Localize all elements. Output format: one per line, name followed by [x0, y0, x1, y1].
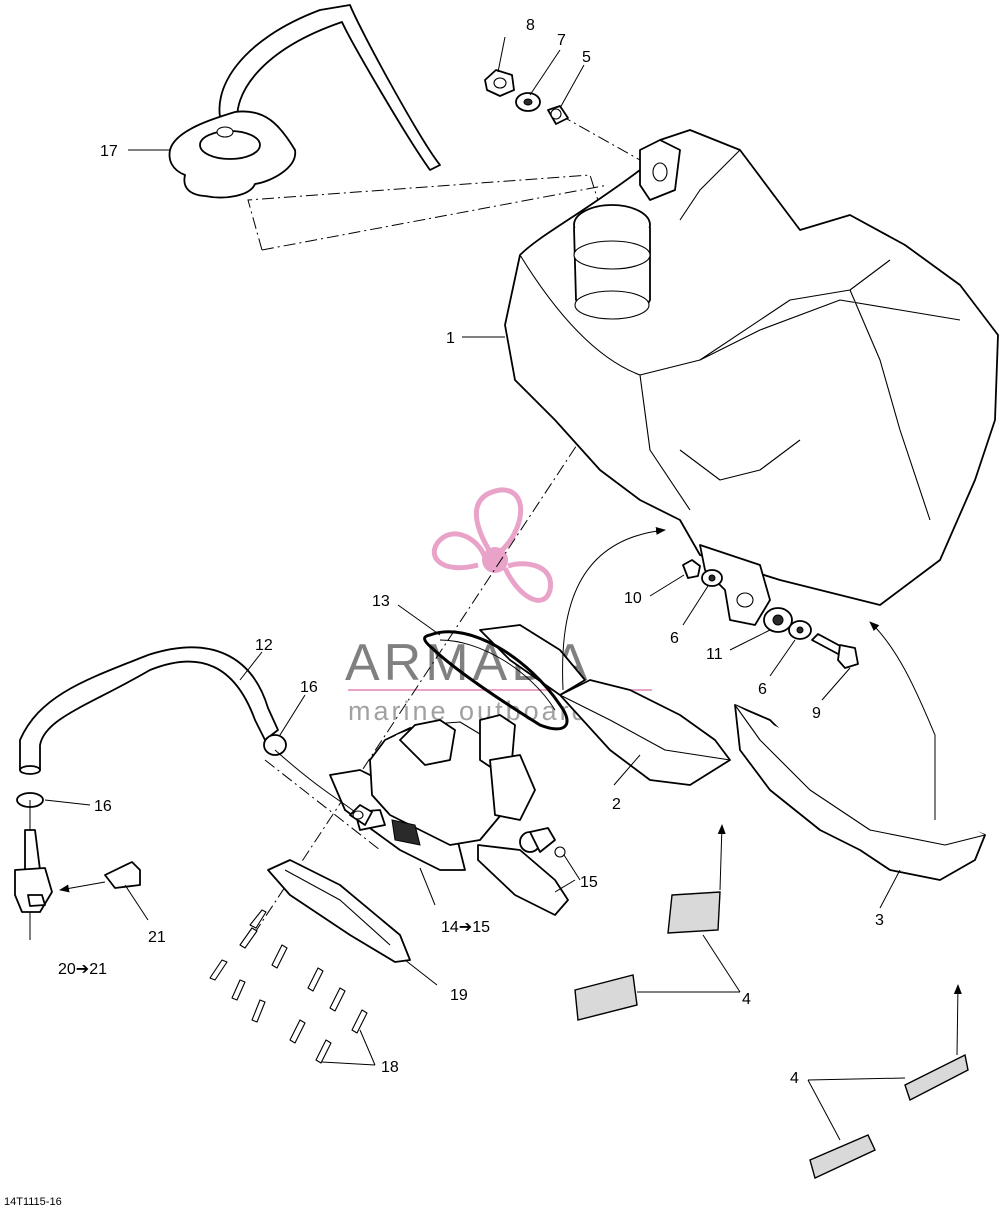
- reference-code: 14T1115-16: [4, 1196, 62, 1208]
- callout-13: 13: [372, 593, 390, 610]
- callout-16a: 16: [300, 679, 318, 696]
- pump-clips: [477, 827, 569, 916]
- callout-17: 17: [100, 143, 118, 160]
- callout-labels: 1 2 3 4 4 5 6 6 7 8 9 10 11 12 13 14➔15 …: [4, 17, 884, 1208]
- hardware-bracket: [682, 559, 859, 669]
- screws: [209, 909, 368, 1064]
- callout-2: 2: [612, 796, 621, 813]
- callout-6a: 6: [670, 630, 679, 647]
- fuel-tank: [504, 129, 999, 626]
- protector-pad-right: [734, 704, 986, 881]
- callout-4a: 4: [742, 991, 751, 1008]
- assembly-lines: [247, 114, 641, 941]
- callout-18: 18: [381, 1059, 399, 1076]
- callout-7: 7: [557, 32, 566, 49]
- callout-19: 19: [450, 987, 468, 1004]
- filler-cap: [168, 4, 441, 199]
- callout-4b: 4: [790, 1070, 799, 1087]
- adhesive-strips: [574, 891, 969, 1179]
- callout-10: 10: [624, 590, 642, 607]
- callout-3: 3: [875, 912, 884, 929]
- callout-20: 20➔21: [58, 961, 107, 978]
- callout-12: 12: [255, 637, 273, 654]
- callout-16b: 16: [94, 798, 112, 815]
- callout-5: 5: [582, 49, 591, 66]
- callout-11: 11: [706, 646, 723, 663]
- callout-1: 1: [446, 330, 455, 347]
- watermark-tagline: marine outboards: [348, 696, 606, 726]
- leaders: [29, 36, 962, 1141]
- protector-pad-left: [479, 624, 731, 786]
- hardware-top: [484, 69, 569, 125]
- gasket: [423, 630, 569, 731]
- flange-gasket: [267, 859, 411, 963]
- propeller-icon: [431, 487, 553, 603]
- callout-15a: 15: [580, 874, 598, 891]
- callout-6b: 6: [758, 681, 767, 698]
- callout-21: 21: [148, 929, 166, 946]
- fuel-pump-module: [329, 714, 536, 871]
- fuel-hose-assembly: [14, 646, 287, 913]
- callout-14: 14➔15: [441, 919, 490, 936]
- callout-8: 8: [526, 17, 535, 34]
- callout-9: 9: [812, 705, 821, 722]
